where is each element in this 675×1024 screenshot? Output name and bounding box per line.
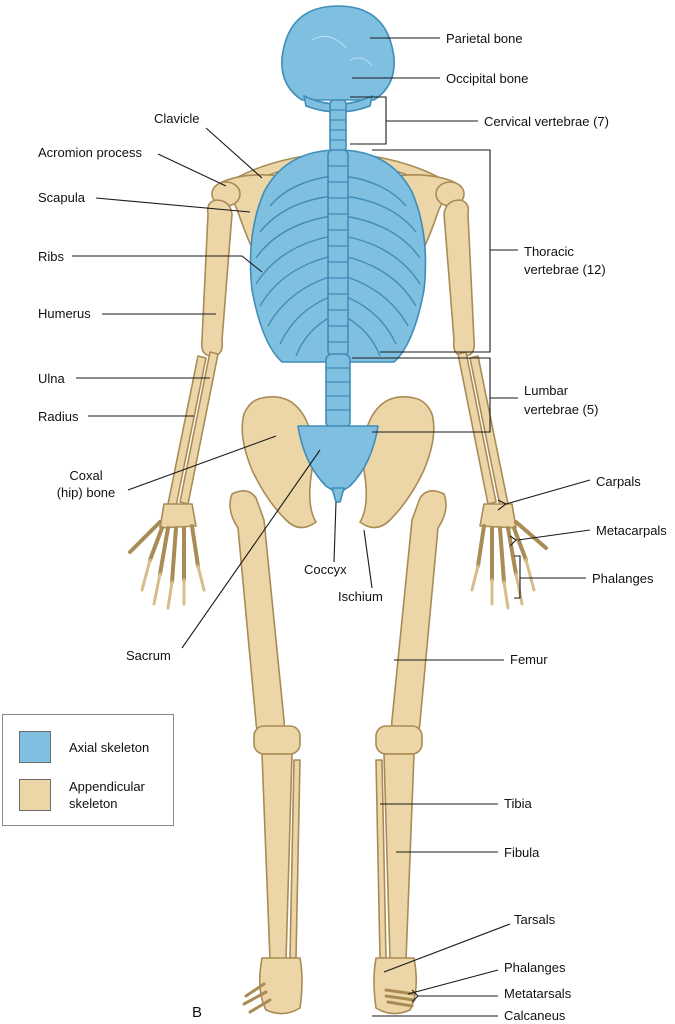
label-parietal-bone: Parietal bone [446, 31, 523, 46]
labels: Parietal bone Occipital bone Cervical ve… [38, 31, 667, 1023]
label-thoracic-1: Thoracic [524, 244, 574, 259]
rib-lines [255, 175, 421, 357]
left-knee [253, 725, 301, 755]
legend-appendicular-label-2: skeleton [69, 796, 118, 811]
label-metatarsals: Metatarsals [504, 986, 572, 1001]
legend-appendicular-swatch [19, 779, 51, 811]
leader-coccyx [333, 501, 337, 563]
leader-sacrum [181, 449, 321, 649]
left-foot [242, 957, 303, 1015]
legend-axial-label: Axial skeleton [69, 740, 150, 755]
leader-lines [72, 37, 591, 1017]
leader-scapula [95, 197, 251, 213]
label-femur: Femur [510, 652, 548, 667]
skull [281, 5, 395, 101]
label-thoracic-2: vertebrae (12) [524, 262, 606, 277]
leader-thoracic [372, 149, 518, 353]
right-femur [390, 490, 447, 737]
label-humerus: Humerus [38, 306, 91, 321]
label-lumbar-1: Lumbar [524, 383, 569, 398]
thoracic-spine [327, 149, 349, 357]
mandible [303, 95, 373, 113]
leader-ribs [72, 255, 263, 273]
legend-axial-swatch [19, 731, 51, 763]
right-coxal-bone [359, 396, 435, 529]
label-phalanges-foot: Phalanges [504, 960, 566, 975]
label-ulna: Ulna [38, 371, 66, 386]
leader-coxal [127, 435, 277, 491]
leader-phalanges-foot [407, 969, 499, 995]
label-cervical-vertebrae: Cervical vertebrae (7) [484, 114, 609, 129]
left-tibia [261, 753, 293, 961]
label-ischium: Ischium [338, 589, 383, 604]
legend: Axial skeleton Appendicular skeleton [2, 714, 174, 826]
right-hand [470, 503, 548, 610]
label-calcaneus: Calcaneus [504, 1008, 566, 1023]
label-tibia: Tibia [504, 796, 532, 811]
label-fibula: Fibula [504, 845, 540, 860]
label-phalanges-hand: Phalanges [592, 571, 654, 586]
label-ribs: Ribs [38, 249, 65, 264]
leader-tarsals [383, 923, 511, 973]
appendicular-skeleton [128, 153, 548, 1015]
label-coxal-1: Coxal [69, 468, 102, 483]
leader-cervical [350, 96, 478, 145]
right-humerus [443, 199, 476, 357]
left-coxal-bone [241, 396, 317, 529]
label-radius: Radius [38, 409, 79, 424]
leader-metatarsals [411, 989, 498, 1003]
coccyx [331, 487, 345, 503]
label-tarsals: Tarsals [514, 912, 556, 927]
legend-appendicular-label-1: Appendicular [69, 779, 145, 794]
leader-lumbar [352, 357, 518, 433]
left-hand [128, 503, 206, 610]
leader-metacarpals [509, 529, 591, 547]
panel-letter: B [192, 1004, 203, 1021]
label-carpals: Carpals [596, 474, 641, 489]
right-tibia [383, 753, 415, 961]
label-metacarpals: Metacarpals [596, 523, 667, 538]
label-occipital-bone: Occipital bone [446, 71, 528, 86]
axial-skeleton [249, 5, 427, 503]
label-coxal-2: (hip) bone [57, 485, 116, 500]
leader-clavicle [205, 127, 263, 179]
label-sacrum: Sacrum [126, 648, 171, 663]
label-lumbar-2: vertebrae (5) [524, 402, 598, 417]
leader-carpals [497, 479, 591, 511]
leader-acromion [157, 153, 227, 187]
lumbar-spine [325, 353, 351, 429]
cervical-spine [329, 99, 347, 153]
label-scapula: Scapula [38, 190, 86, 205]
left-femur [229, 490, 286, 737]
right-foot [373, 957, 418, 1015]
label-clavicle: Clavicle [154, 111, 200, 126]
leader-phalanges-hand [514, 555, 586, 599]
right-knee [375, 725, 423, 755]
label-acromion-process: Acromion process [38, 145, 143, 160]
left-humerus [200, 199, 233, 357]
label-coccyx: Coccyx [304, 562, 347, 577]
leader-ischium [363, 529, 373, 589]
